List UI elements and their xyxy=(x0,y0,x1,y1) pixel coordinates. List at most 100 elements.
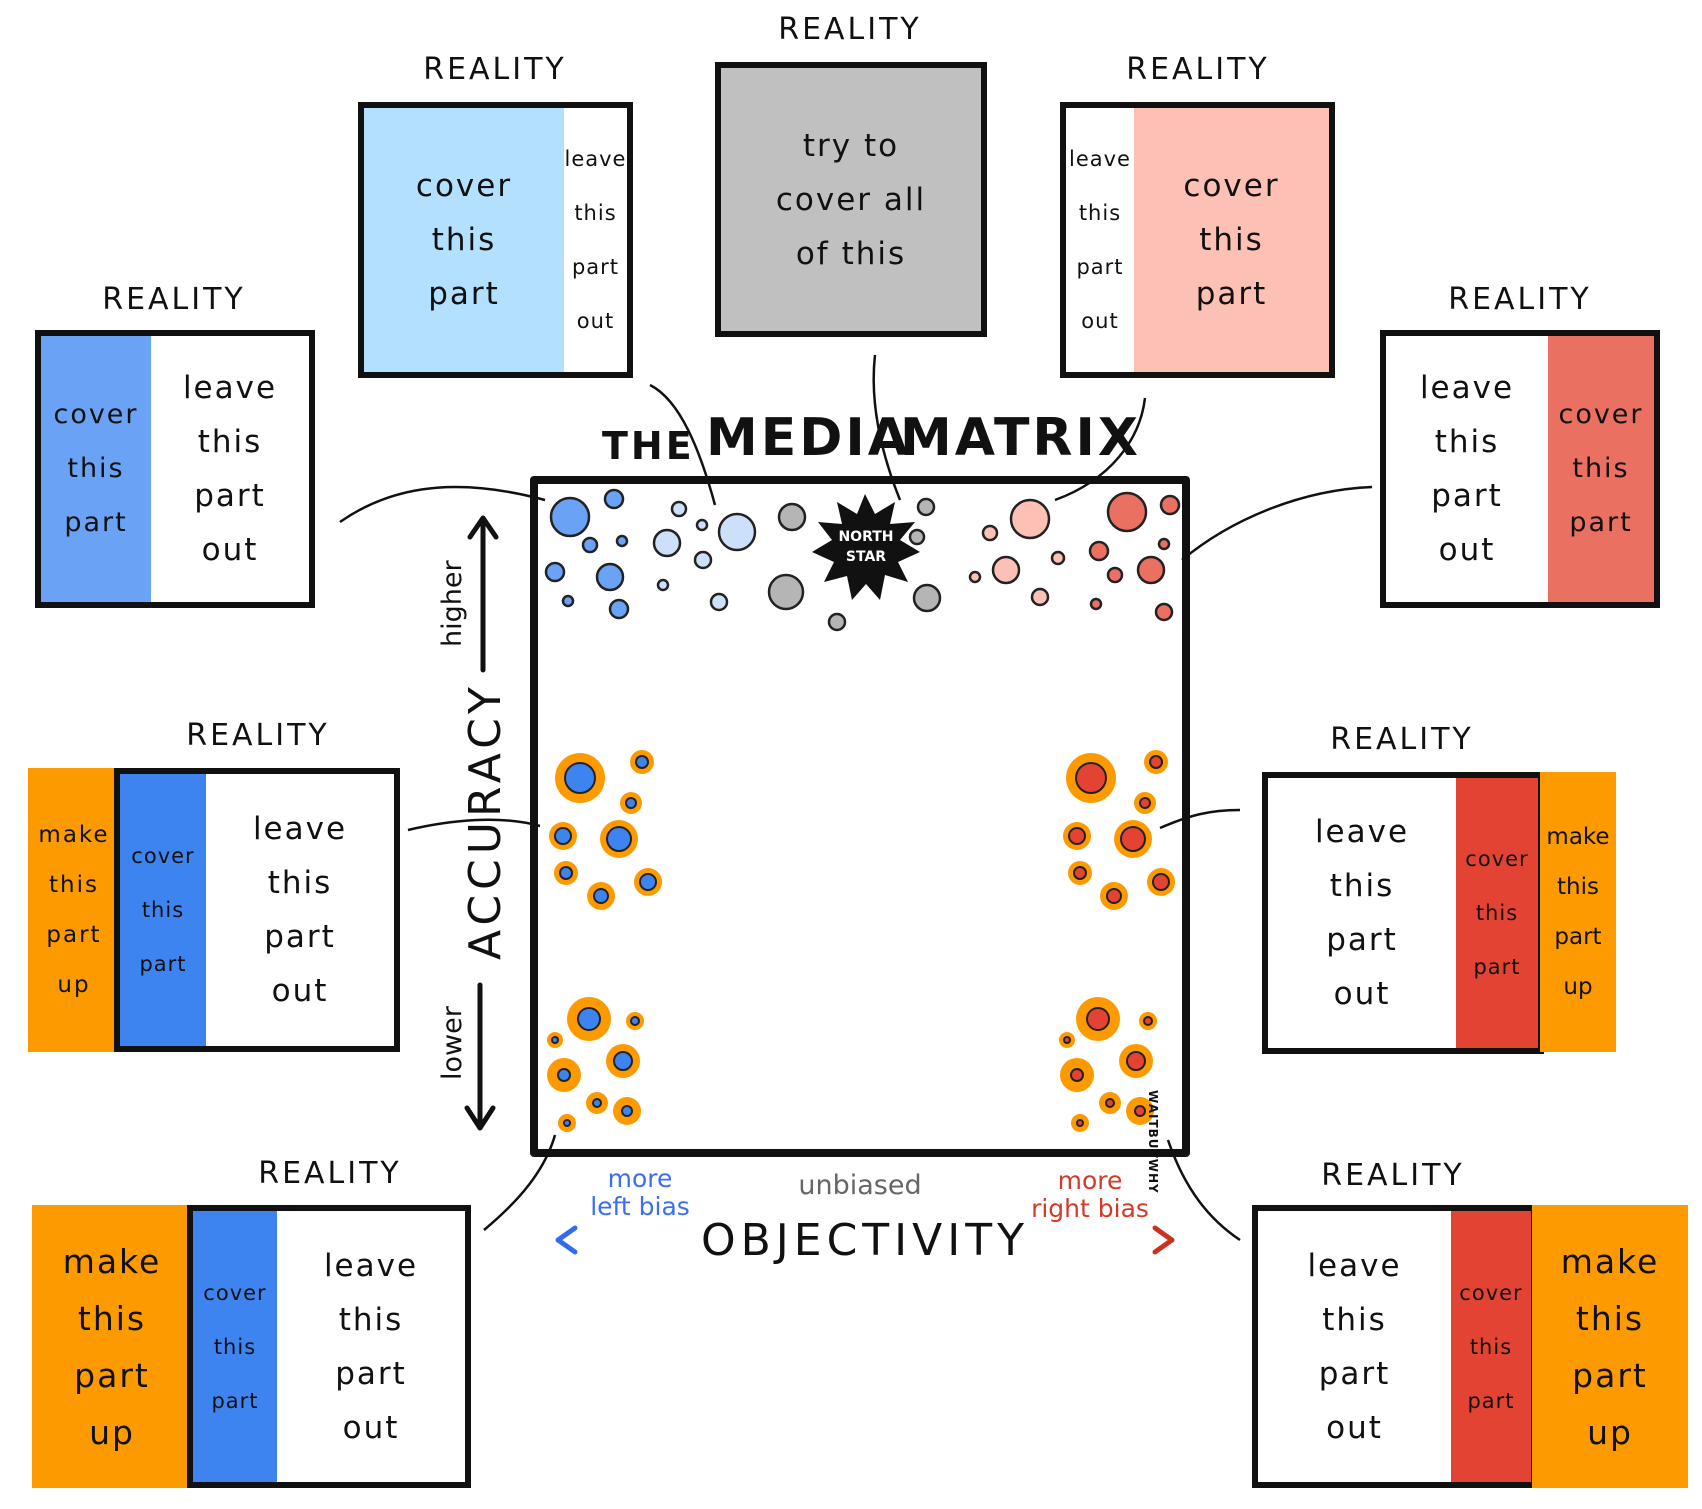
leave-text-4: out xyxy=(1081,309,1119,333)
leave-text-1: leave xyxy=(1314,814,1410,850)
title-media: MEDIA xyxy=(706,408,912,468)
source-dot xyxy=(827,612,847,632)
source-dot xyxy=(593,888,609,904)
leave-text-2: this xyxy=(1434,424,1500,460)
reality-label-mid-left: REALITY xyxy=(186,718,330,753)
right-bias-label: more right bias xyxy=(1015,1167,1165,1223)
connector-mid-left xyxy=(407,818,541,832)
center-cover-segment: try to cover all of this xyxy=(721,68,981,331)
source-dot xyxy=(1143,1016,1153,1026)
leave-text-2: this xyxy=(1078,201,1122,225)
leave-text-4: out xyxy=(1438,532,1496,568)
source-dot xyxy=(1126,1051,1146,1071)
source-dot xyxy=(916,497,936,517)
leave-text-3: part xyxy=(571,255,620,279)
cover-text-2: this xyxy=(1572,453,1630,484)
leave-text-4: out xyxy=(576,309,615,333)
reality-label-low-right: REALITY xyxy=(1321,1158,1465,1193)
source-dot xyxy=(912,583,942,613)
source-dot xyxy=(1106,888,1122,904)
matrix-frame xyxy=(530,476,1190,1157)
source-dot xyxy=(592,1098,602,1108)
left-bias-line1: more xyxy=(607,1164,673,1193)
source-dot xyxy=(1089,597,1103,611)
source-dot xyxy=(652,528,682,558)
mid-left-cover-segment: cover this part xyxy=(120,774,206,1046)
reality-label-light-blue: REALITY xyxy=(423,52,567,87)
leave-text-2: this xyxy=(197,424,263,460)
source-dot xyxy=(551,1036,559,1044)
make-text-4: up xyxy=(1587,1412,1633,1452)
source-dot xyxy=(1070,1068,1084,1082)
source-dot xyxy=(557,1068,571,1082)
panel-light-blue: cover this part leave this part out xyxy=(358,102,633,378)
leave-text-2: this xyxy=(574,201,617,225)
title-the: THE xyxy=(602,424,695,468)
leave-text-3: part xyxy=(1431,478,1503,514)
low-right-sources xyxy=(1059,997,1157,1132)
cover-text-3: part xyxy=(1569,507,1633,538)
light-red-cover-segment: cover this part xyxy=(1134,108,1329,372)
cover-text-3: part xyxy=(1467,1388,1515,1413)
lower-label: lower xyxy=(437,1006,468,1080)
low-left-cover-segment: cover this part xyxy=(193,1211,277,1482)
left-bias-label: more left bias xyxy=(570,1165,710,1221)
source-dot xyxy=(767,573,805,611)
cover-text-1: cover xyxy=(1183,168,1280,204)
leave-text-2: this xyxy=(1322,1301,1387,1338)
left-bias-arrowhead xyxy=(555,1225,578,1255)
make-text-1: make xyxy=(1560,1241,1660,1281)
reality-label-mid-right: REALITY xyxy=(1330,722,1474,757)
source-dot xyxy=(603,488,625,510)
connector-mid-right xyxy=(1159,808,1241,830)
source-dot xyxy=(1076,1119,1084,1127)
source-dot xyxy=(991,555,1021,585)
mid-right-cover-segment: cover this part xyxy=(1456,778,1538,1048)
source-dot xyxy=(635,755,649,769)
low-left-leave-segment: leave this part out xyxy=(277,1211,465,1482)
connector-low-left xyxy=(483,1134,557,1231)
panel-mid-right: leave this part out cover this part xyxy=(1262,772,1544,1054)
accuracy-label: ACCURACY xyxy=(460,682,511,960)
make-text-b: this xyxy=(49,872,99,898)
source-dot xyxy=(968,570,982,584)
source-dot xyxy=(656,578,670,592)
mid-right-leave-segment: leave this part out xyxy=(1268,778,1456,1048)
leave-text-2: this xyxy=(267,865,333,901)
cover-text-1: cover xyxy=(203,1280,267,1305)
objectivity-label: OBJECTIVITY xyxy=(700,1215,1029,1266)
red-leave-segment: leave this part out xyxy=(1386,336,1548,602)
north-star-line2: STAR xyxy=(845,549,887,565)
source-dot xyxy=(1009,498,1051,540)
cover-text-2: this xyxy=(431,222,497,258)
left-bias-line2: left bias xyxy=(590,1192,690,1221)
source-dot xyxy=(577,1007,601,1031)
leave-text-3: part xyxy=(1318,1355,1391,1392)
leave-text-3: part xyxy=(264,919,336,955)
cover-text-2: this xyxy=(213,1334,257,1359)
connector-lines xyxy=(339,354,1373,1242)
cover-text-3: part xyxy=(1473,955,1521,979)
north-star-shape xyxy=(812,494,920,600)
source-dot xyxy=(908,528,926,546)
leave-text-1: leave xyxy=(1419,370,1515,406)
leave-text-3: part xyxy=(194,478,266,514)
top-left-sources xyxy=(544,488,1181,632)
make-text-a: make xyxy=(1546,824,1610,850)
mid-right-make-tab: make this part up xyxy=(1540,772,1616,1052)
cover-text-2: this xyxy=(141,898,185,922)
make-text-2: this xyxy=(1575,1298,1645,1338)
mid-left-make-tab: cover make this part up xyxy=(28,768,120,1052)
source-dot xyxy=(670,500,688,518)
cover-text-3: part xyxy=(64,507,128,538)
reality-label-red: REALITY xyxy=(1448,282,1592,317)
connector-light-red xyxy=(1054,397,1147,502)
source-dot xyxy=(1152,873,1170,891)
leave-text-1: leave xyxy=(182,370,278,406)
source-dot xyxy=(1086,1007,1110,1031)
panel-low-right: leave this part out cover this part xyxy=(1252,1205,1537,1488)
source-dot xyxy=(777,502,807,532)
source-dot xyxy=(717,512,757,552)
leave-text-3: part xyxy=(335,1355,407,1392)
